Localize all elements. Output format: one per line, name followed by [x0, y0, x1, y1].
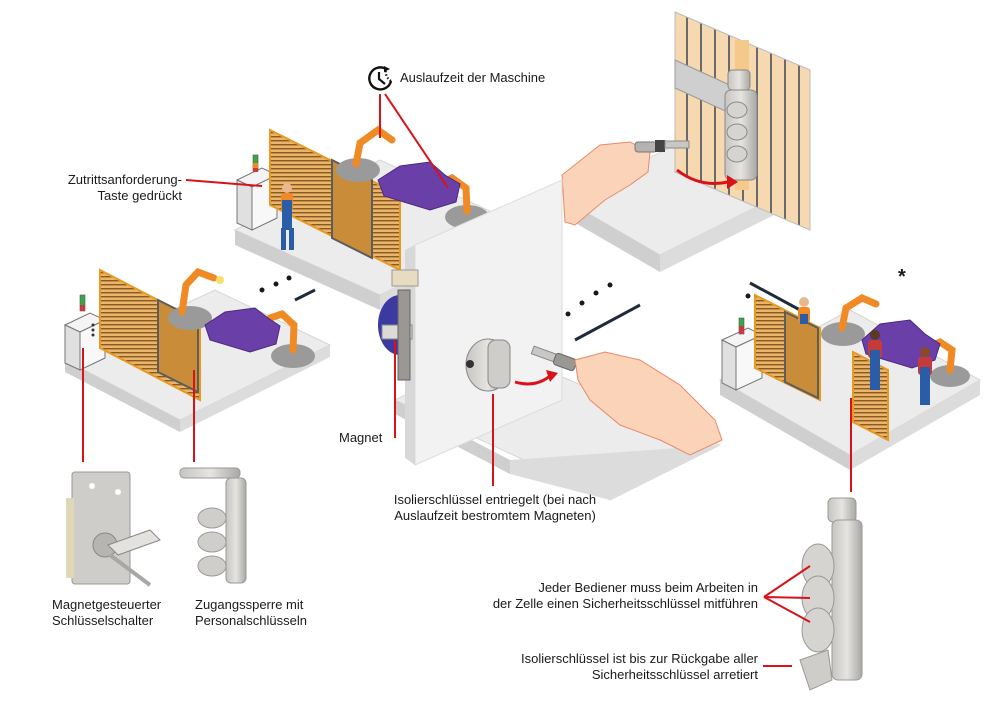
red-arrow [514, 374, 551, 386]
robot-arm-icon [168, 267, 224, 330]
label-isolation-key-unlocked-line2: Auslaufzeit bestromtem Magneten) [394, 508, 596, 523]
label-machine-rundown: Auslaufzeit der Maschine [400, 70, 546, 85]
label-solenoid-key-switch: Magnetgesteuerter Schlüsselschalter [52, 597, 161, 629]
left-robot-cell [63, 267, 332, 432]
control-cabinet [63, 294, 107, 371]
callout-lines [82, 93, 852, 667]
solenoid-switch-detail [378, 179, 723, 501]
hand-icon [561, 141, 651, 226]
label-isolation-key-unlocked: Isolierschlüssel entriegelt (bei nach Au… [365, 492, 625, 524]
red-arrow [676, 168, 729, 185]
label-magnet: Magnet [339, 430, 383, 445]
worker-icon [798, 297, 810, 324]
label-operator-key-line1: Jeder Bediener muss beim Arbeiten in [538, 580, 758, 595]
solenoid-key-switch-photo [66, 471, 161, 587]
label-access-request-line1: Zutrittsanforderung- [67, 172, 182, 187]
label-access-lock: Zugangssperre mit Personalschlüsseln [195, 597, 307, 629]
label-access-lock-line2: Personalschlüsseln [195, 613, 308, 628]
label-access-request: Zutrittsanforderung- Taste gedrückt [40, 172, 182, 204]
car-body-icon [204, 307, 281, 353]
label-isolation-key-trapped-line1: Isolierschlüssel ist bis zur Rückgabe al… [521, 651, 758, 666]
robot-arm-icon [821, 294, 880, 346]
robot-arm-icon [266, 310, 315, 368]
key-icon [530, 345, 578, 372]
access-lock-device [724, 69, 758, 181]
label-operator-key: Jeder Bediener muss beim Arbeiten in der… [440, 580, 758, 612]
key-switch-device [465, 338, 511, 392]
right-robot-cell [718, 293, 982, 470]
worker-icon [918, 347, 932, 405]
worker-icon [868, 330, 882, 390]
access-lock-photo [179, 467, 247, 584]
label-isolation-key-trapped-line2: Sicherheitsschlüssel arretiert [591, 667, 758, 682]
label-solenoid-key-switch-line2: Schlüsselschalter [52, 613, 154, 628]
label-solenoid-key-switch-line1: Magnetgesteuerter [52, 597, 162, 612]
footnote-asterisk: * [898, 266, 906, 288]
label-isolation-key-unlocked-line1: Isolierschlüssel entriegelt (bei nach [393, 492, 597, 507]
label-isolation-key-trapped: Isolierschlüssel ist bis zur Rückgabe al… [440, 651, 758, 683]
label-operator-key-line2: der Zelle einen Sicherheitsschlüssel mit… [492, 596, 758, 611]
hand-icon [574, 351, 723, 456]
trapped-key-unit-photo [799, 497, 863, 691]
label-access-request-line2: Taste gedrückt [97, 188, 182, 203]
access-lock-detail [561, 11, 811, 272]
label-access-lock-line1: Zugangssperre mit [195, 597, 304, 612]
robot-arm-icon [336, 125, 396, 182]
magnet-solenoid [378, 269, 419, 381]
key-icon [634, 140, 690, 153]
worker-icon [281, 183, 294, 250]
timer-icon [368, 66, 393, 91]
